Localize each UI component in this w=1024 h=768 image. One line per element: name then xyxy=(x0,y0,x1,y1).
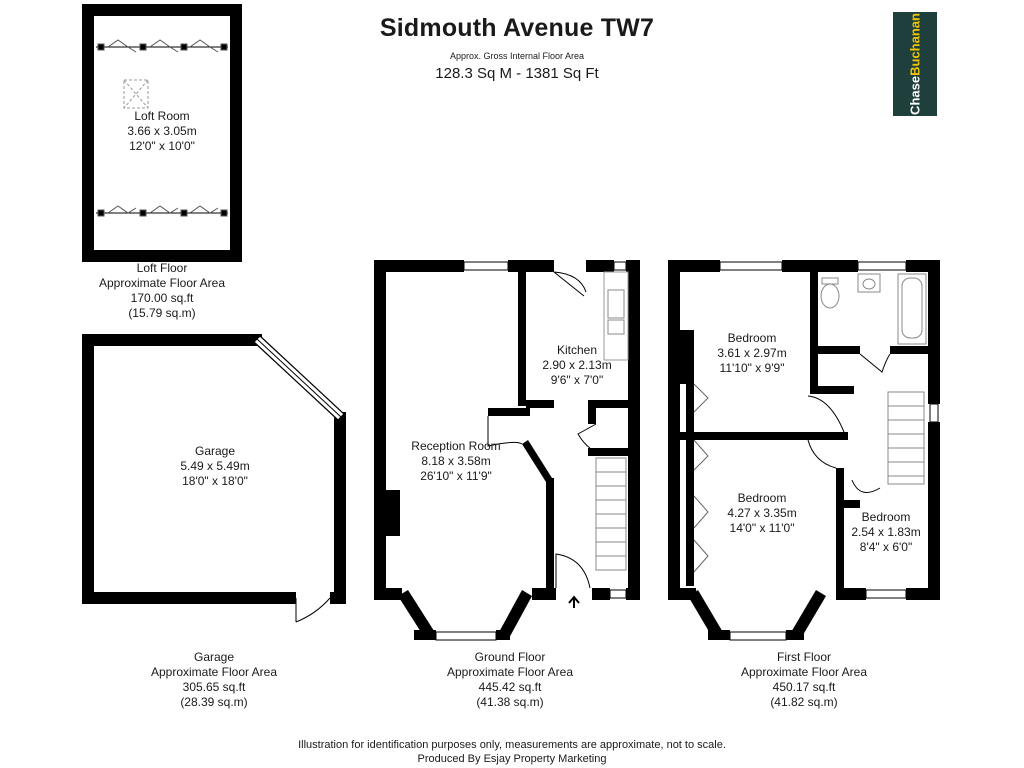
room-name: Bedroom xyxy=(861,510,911,524)
bathroom-door xyxy=(859,353,891,373)
floor-caption: Approximate Floor Area xyxy=(98,276,226,290)
loft-hatch xyxy=(123,79,149,109)
logo-text-buchanan: Buchanan xyxy=(907,13,923,76)
floor-name: Ground Floor xyxy=(474,650,546,664)
page-title: Sidmouth Avenue TW7 xyxy=(379,14,655,42)
reception-door xyxy=(487,416,523,447)
kitchen-counter xyxy=(603,271,629,361)
room-metric: 4.27 x 3.35m xyxy=(727,506,797,520)
total-area: 128.3 Sq M - 1381 Sq Ft xyxy=(435,65,599,82)
front-door xyxy=(555,553,591,589)
floor-caption: Approximate Floor Area xyxy=(740,665,868,679)
floor-sqft: 450.17 sq.ft xyxy=(772,680,836,694)
floor-sqft: 445.42 sq.ft xyxy=(478,680,542,694)
ground-floor-details xyxy=(435,261,629,641)
floor-area-first: First Floor Approximate Floor Area 450.1… xyxy=(722,650,886,710)
room-label-loft: Loft Room 3.66 x 3.05m 12'0" x 10'0" xyxy=(92,109,232,154)
loft-skylights-bottom xyxy=(97,205,228,217)
ground-floor-plan xyxy=(374,260,640,640)
agency-logo: ChaseBuchanan xyxy=(893,12,937,116)
kitchen-door xyxy=(553,271,587,297)
room-imperial: 18'0" x 18'0" xyxy=(182,474,248,488)
room-name: Garage xyxy=(194,444,236,458)
bedroom1-door xyxy=(807,395,845,433)
wardrobe-doors xyxy=(693,383,709,573)
room-imperial: 8'4" x 6'0" xyxy=(859,540,913,554)
floor-caption: Approximate Floor Area xyxy=(150,665,278,679)
room-label-kitchen: Kitchen 2.90 x 2.13m 9'6" x 7'0" xyxy=(532,343,622,388)
room-label-reception: Reception Room 8.18 x 3.58m 26'10" x 11'… xyxy=(396,439,516,484)
room-name: Bedroom xyxy=(727,331,777,345)
floor-name: Loft Floor xyxy=(136,261,188,275)
room-metric: 3.61 x 2.97m xyxy=(717,346,787,360)
garage-wall xyxy=(82,334,296,604)
floor-sqm: (41.82 sq.m) xyxy=(770,695,838,709)
room-label-bedroom-1: Bedroom 3.61 x 2.97m 11'10" x 9'9" xyxy=(706,331,798,376)
room-imperial: 12'0" x 10'0" xyxy=(129,139,195,153)
room-name: Loft Room xyxy=(134,109,190,123)
garage-door xyxy=(295,597,331,623)
disclaimer-text: Illustration for identification purposes… xyxy=(298,739,726,751)
first-floor-details xyxy=(693,261,939,641)
loft-skylights-top xyxy=(97,39,228,53)
room-metric: 3.66 x 3.05m xyxy=(127,124,197,138)
floor-sqm: (41.38 sq.m) xyxy=(476,695,544,709)
floor-sqm: (28.39 sq.m) xyxy=(180,695,248,709)
bedroom3-door xyxy=(851,479,881,493)
room-imperial: 26'10" x 11'9" xyxy=(420,469,492,483)
cupboard-door xyxy=(577,423,597,449)
room-name: Kitchen xyxy=(556,343,598,357)
room-name: Reception Room xyxy=(411,439,501,453)
area-subtitle: Approx. Gross Internal Floor Area xyxy=(449,51,585,61)
bedroom2-door xyxy=(807,439,837,469)
room-name: Bedroom xyxy=(737,491,787,505)
loft-plan xyxy=(82,4,242,262)
room-metric: 2.90 x 2.13m xyxy=(542,358,612,372)
garage-plan xyxy=(82,334,346,623)
room-metric: 8.18 x 3.58m xyxy=(421,454,491,468)
first-floor-plan xyxy=(668,260,940,640)
room-label-bedroom-2: Bedroom 4.27 x 3.35m 14'0" x 11'0" xyxy=(710,491,814,536)
logo-text-chase: Chase xyxy=(907,75,923,115)
room-metric: 2.54 x 1.83m xyxy=(851,525,921,539)
floor-sqm: (15.79 sq.m) xyxy=(128,306,196,320)
room-label-bedroom-3: Bedroom 2.54 x 1.83m 8'4" x 6'0" xyxy=(844,510,928,555)
bathroom-fixtures xyxy=(820,273,927,345)
ground-stairs xyxy=(595,457,627,571)
room-imperial: 14'0" x 11'0" xyxy=(729,521,795,535)
loft-wall xyxy=(82,4,242,262)
room-imperial: 11'10" x 9'9" xyxy=(719,361,785,375)
room-metric: 5.49 x 5.49m xyxy=(180,459,250,473)
room-imperial: 9'6" x 7'0" xyxy=(550,373,604,387)
floor-caption: Approximate Floor Area xyxy=(446,665,574,679)
first-stairs xyxy=(887,391,925,485)
floor-name: Garage xyxy=(193,650,235,664)
credit-text: Produced By Esjay Property Marketing xyxy=(417,753,607,765)
floor-sqft: 305.65 sq.ft xyxy=(182,680,246,694)
floor-area-garage: Garage Approximate Floor Area 305.65 sq.… xyxy=(134,650,294,710)
ground-rear-window xyxy=(463,261,509,271)
floor-sqft: 170.00 sq.ft xyxy=(130,291,194,305)
floor-name: First Floor xyxy=(777,650,831,664)
floor-area-loft: Loft Floor Approximate Floor Area 170.00… xyxy=(82,261,242,321)
room-label-garage: Garage 5.49 x 5.49m 18'0" x 18'0" xyxy=(140,444,290,489)
floor-area-ground: Ground Floor Approximate Floor Area 445.… xyxy=(428,650,592,710)
entrance-arrow xyxy=(568,595,580,608)
